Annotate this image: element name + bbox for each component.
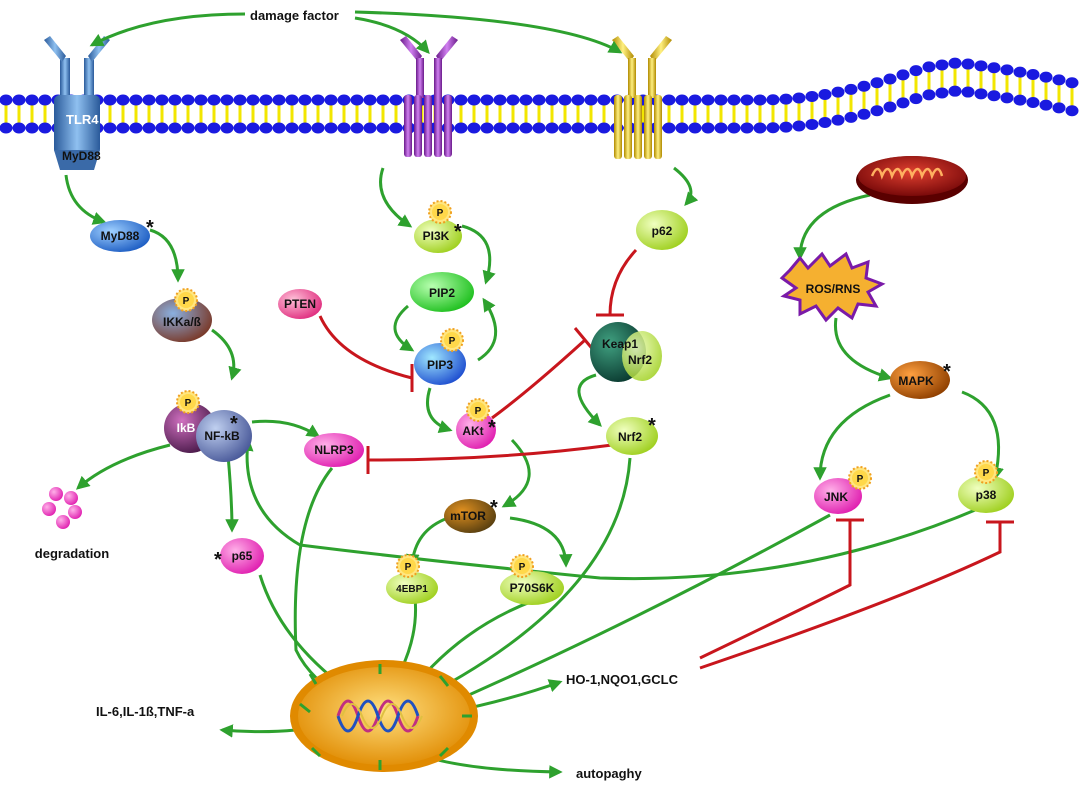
ho1-label: HO-1,NQO1,GCLC: [566, 672, 679, 687]
phospho-badge-pip3: P: [440, 328, 464, 352]
phosphorylation-badges: P P P P P P P P P: [174, 200, 998, 578]
pten-label: PTEN: [284, 297, 316, 311]
p65-node: [220, 538, 264, 574]
phospho-badge-ikb: P: [176, 390, 200, 414]
akt-label: AKt: [462, 424, 483, 438]
phospho-badge-pi3k: P: [428, 200, 452, 224]
pi3k-receptor: [400, 36, 458, 157]
p65-label: p65: [232, 549, 253, 563]
phospho-label: P: [983, 468, 990, 479]
receptor-myd88-label: MyD88: [62, 149, 101, 163]
mapk-label: MAPK: [898, 374, 934, 388]
pi3k-node: [414, 219, 462, 253]
ros-label: ROS/RNS: [806, 282, 861, 296]
p62-node: [636, 210, 688, 250]
nucleus: [290, 660, 478, 772]
phospho-badge-ebp1: P: [396, 554, 420, 578]
phospho-label: P: [519, 562, 526, 573]
pi3k-label: PI3K: [423, 229, 450, 243]
ikk-label: IKKa/ß: [163, 315, 201, 329]
mapk-node: [890, 361, 950, 399]
pten-node: [278, 289, 322, 319]
tlr4-label: TLR4: [66, 112, 99, 127]
nrf2-label: Nrf2: [618, 430, 642, 444]
nlrp3-node: [304, 433, 364, 467]
ros-burst: [779, 251, 886, 323]
phospho-label: P: [437, 208, 444, 219]
mitochondrion-icon: [856, 156, 968, 204]
nrf2-asterisk: *: [648, 415, 656, 437]
degradation-fragments: [42, 487, 82, 529]
phospho-badge-p70s6k: P: [510, 554, 534, 578]
mapk-asterisk: *: [943, 361, 951, 383]
complex-nrf2-label: Nrf2: [628, 353, 652, 367]
mtor-label: mTOR: [450, 509, 486, 523]
pi3k-asterisk: *: [454, 221, 462, 243]
degradation-label: degradation: [35, 546, 109, 561]
4ebp1-label: 4EBP1: [396, 584, 428, 595]
pip3-node: [414, 343, 466, 385]
nfkb-asterisk: *: [230, 413, 238, 435]
p62-label: p62: [652, 224, 673, 238]
pip2-node: [410, 272, 474, 312]
myd88-asterisk: *: [146, 217, 154, 239]
third-receptor: [612, 36, 672, 159]
nrf2-node: [606, 417, 658, 455]
mtor-asterisk: *: [490, 497, 498, 519]
nlrp3-label: NLRP3: [314, 443, 354, 457]
pip2-label: PIP2: [429, 286, 455, 300]
mtor-node: [444, 499, 496, 533]
p38-label: p38: [976, 488, 997, 502]
phospho-label: P: [183, 296, 190, 307]
phospho-label: P: [185, 398, 192, 409]
autophagy-label: autopaghy: [576, 766, 642, 781]
jnk-label: JNK: [824, 490, 848, 504]
p70s6k-node: [500, 571, 564, 605]
phospho-label: P: [405, 562, 412, 573]
pip3-label: PIP3: [427, 358, 453, 372]
p38-node: [958, 475, 1014, 513]
damage-factor-label: damage factor: [250, 8, 339, 23]
phospho-badge-ikk: P: [174, 288, 198, 312]
phospho-badge-akt: P: [466, 398, 490, 422]
p70s6k-label: P70S6K: [510, 581, 555, 595]
arrow-damage-tlr4: [89, 12, 246, 47]
myd88-node: [90, 220, 150, 252]
keap1-label: Keap1: [602, 337, 638, 351]
phospho-badge-p38: P: [974, 460, 998, 484]
ikk-node: [152, 298, 212, 342]
tlr4-receptor: [44, 36, 110, 170]
phospho-badge-jnk: P: [848, 466, 872, 490]
phospho-label: P: [857, 474, 864, 485]
cell-membrane: [0, 57, 1079, 134]
myd88-label: MyD88: [101, 229, 140, 243]
cytokines-label: IL-6,IL-1ß,TNF-a: [96, 704, 195, 719]
dna-helix-icon: [336, 699, 423, 733]
ikb-label: IkB: [177, 421, 196, 435]
arrow-damage-receptor3: [354, 10, 623, 54]
nfkb-label: NF-kB: [204, 429, 240, 443]
4ebp1-node: [386, 572, 438, 604]
nfkb-node: [196, 410, 252, 462]
inhibition-lines: [318, 248, 1014, 670]
keap1-nrf2-node: [622, 331, 662, 381]
akt-asterisk: *: [488, 417, 496, 439]
akt-node: [456, 411, 496, 449]
jnk-node: [814, 478, 862, 514]
phospho-label: P: [475, 406, 482, 417]
arrow-damage-pi3k: [354, 16, 430, 55]
phospho-label: P: [449, 336, 456, 347]
p65-asterisk: *: [214, 549, 222, 571]
